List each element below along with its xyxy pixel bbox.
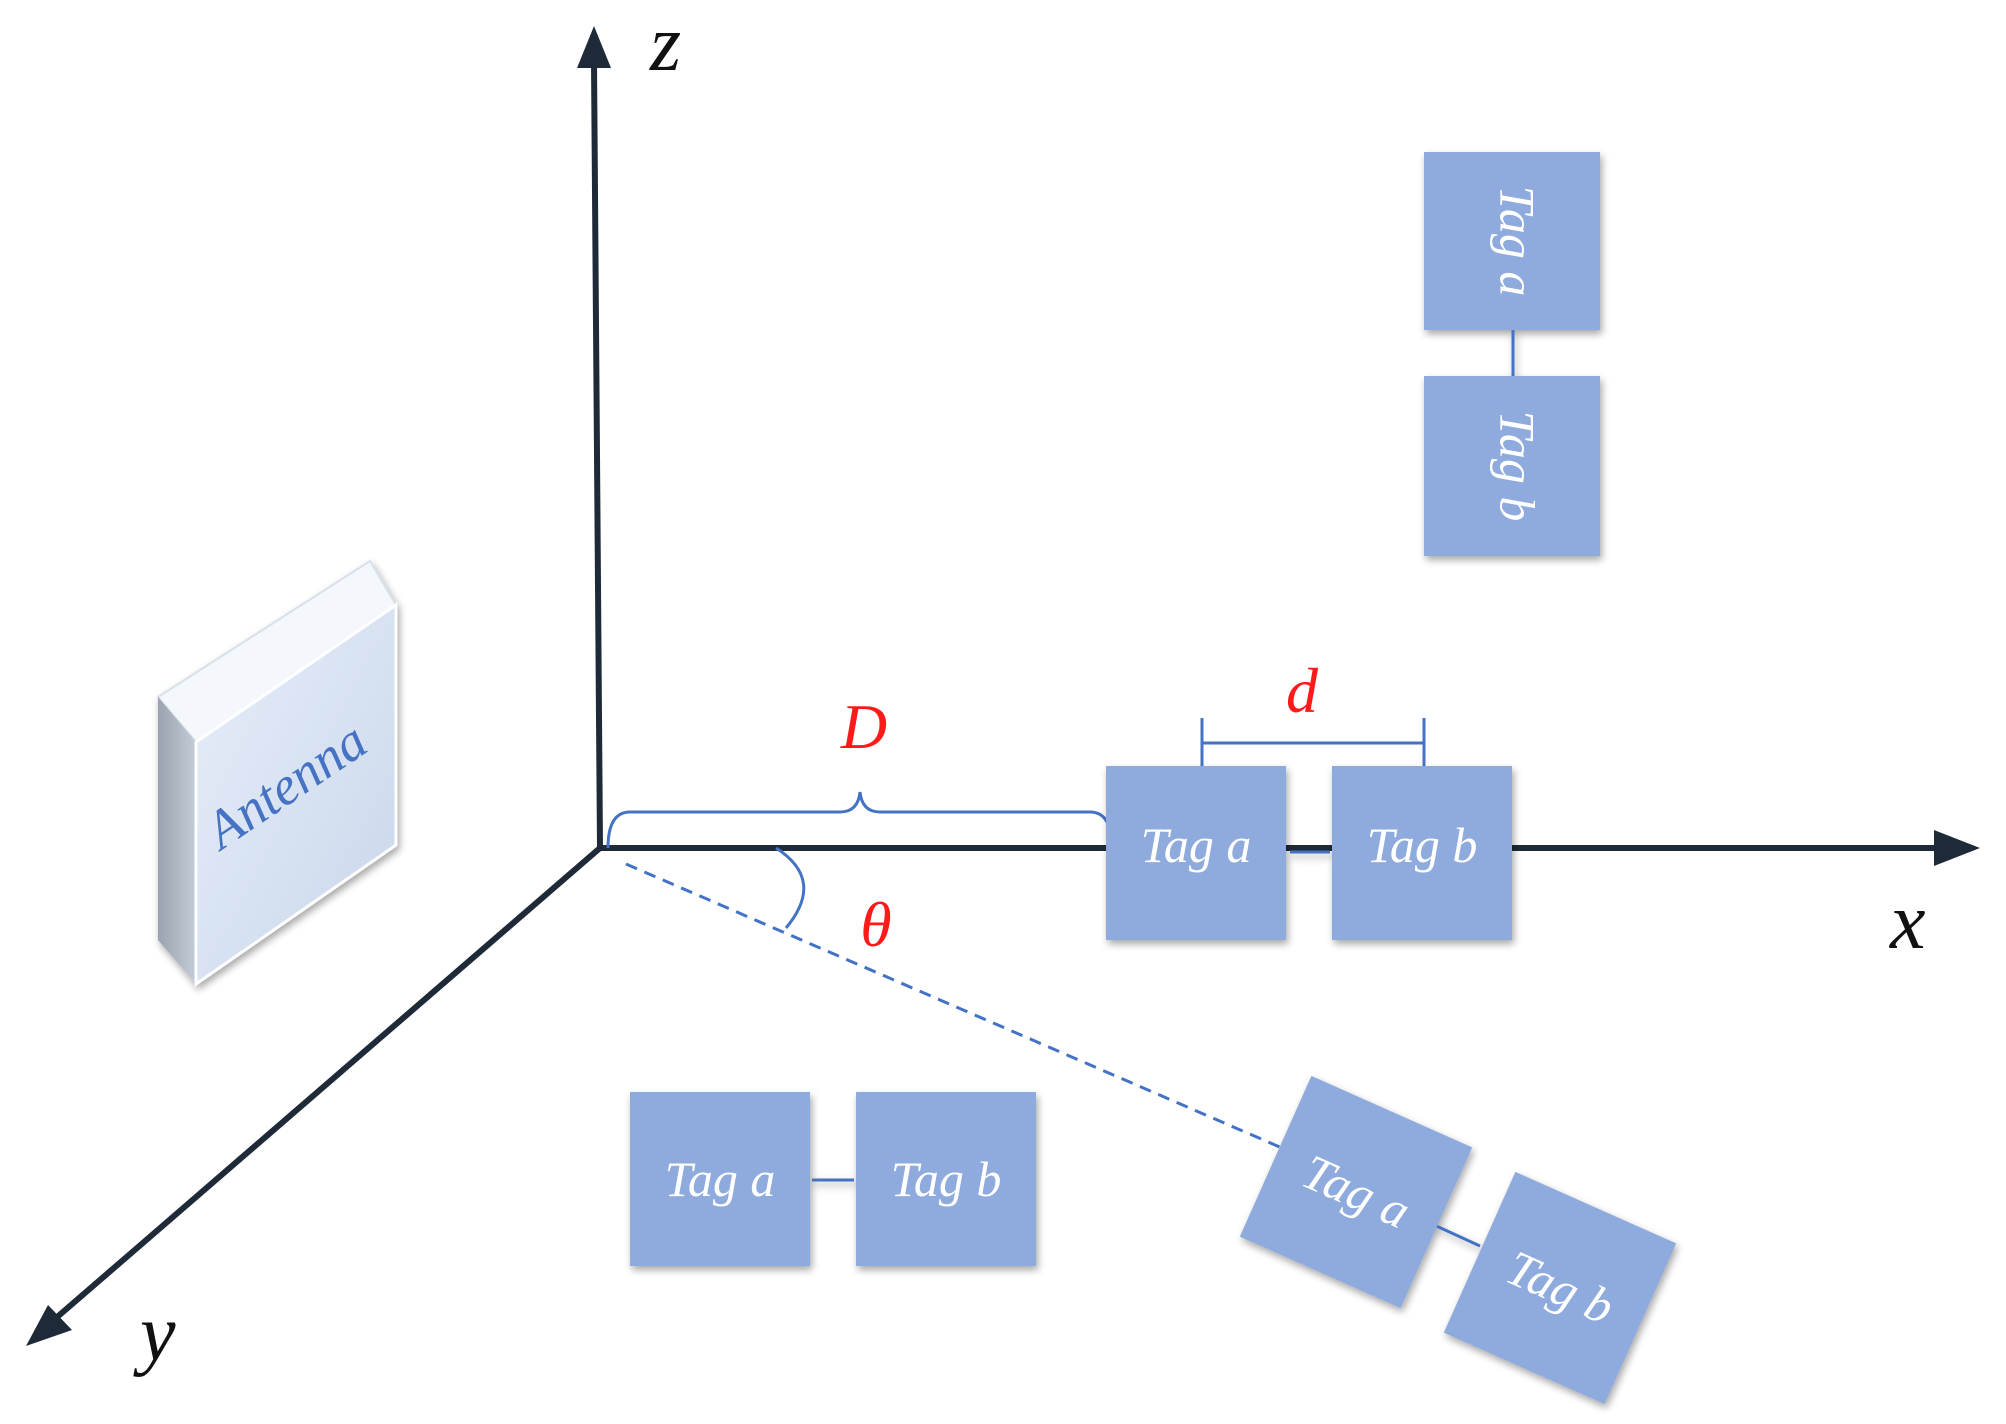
antenna-side-face [158, 697, 196, 984]
tag-b-rotated [1443, 1171, 1677, 1405]
x-axis-arrowhead [1934, 830, 1980, 866]
tag-a-on-axis-label: Tag a [1141, 817, 1252, 873]
z-axis-label: z [649, 0, 681, 88]
angle-indicator: θ [625, 846, 1283, 1150]
distance-bracket: D [606, 691, 1114, 849]
spacing-label: d [1286, 655, 1319, 726]
tag-b-front-label: Tag b [891, 1151, 1002, 1207]
z-axis [591, 61, 603, 849]
tag-a-front-label: Tag a [665, 1151, 776, 1207]
tag-pair-rotated: Tag a Tag b [1239, 1075, 1677, 1405]
tag-pair-vertical: Tag a Tag b [1424, 152, 1600, 556]
tag-a-vertical-label: Tag a [1490, 186, 1546, 297]
tag-a-rotated [1239, 1075, 1473, 1309]
angle-label: θ [860, 889, 891, 960]
tag-a-vertical [1424, 152, 1600, 330]
z-axis-arrowhead [577, 26, 611, 68]
angle-arc [775, 846, 806, 929]
tag-a-on-axis [1106, 766, 1286, 940]
tag-b-vertical [1424, 376, 1600, 556]
distance-label: D [840, 691, 887, 762]
spacing-bracket: d [1200, 655, 1426, 768]
tag-pair-on-axis: Tag a Tag b [1106, 766, 1512, 940]
y-axis-arrowhead [26, 1305, 72, 1346]
antenna-front-face [194, 602, 398, 987]
tag-b-vertical-label: Tag b [1490, 411, 1546, 522]
tag-b-on-axis [1332, 766, 1512, 940]
tag-b-on-axis-label: Tag b [1367, 817, 1478, 873]
tag-pair-front: Tag a Tag b [630, 1092, 1036, 1266]
x-axis-label: x [1889, 878, 1926, 966]
antenna: Antenna [156, 559, 398, 987]
tag-b-front [856, 1092, 1036, 1266]
axes: z x y [26, 0, 1980, 1378]
tag-a-front [630, 1092, 810, 1266]
y-axis-label: y [133, 1290, 176, 1378]
y-axis [54, 845, 602, 1321]
